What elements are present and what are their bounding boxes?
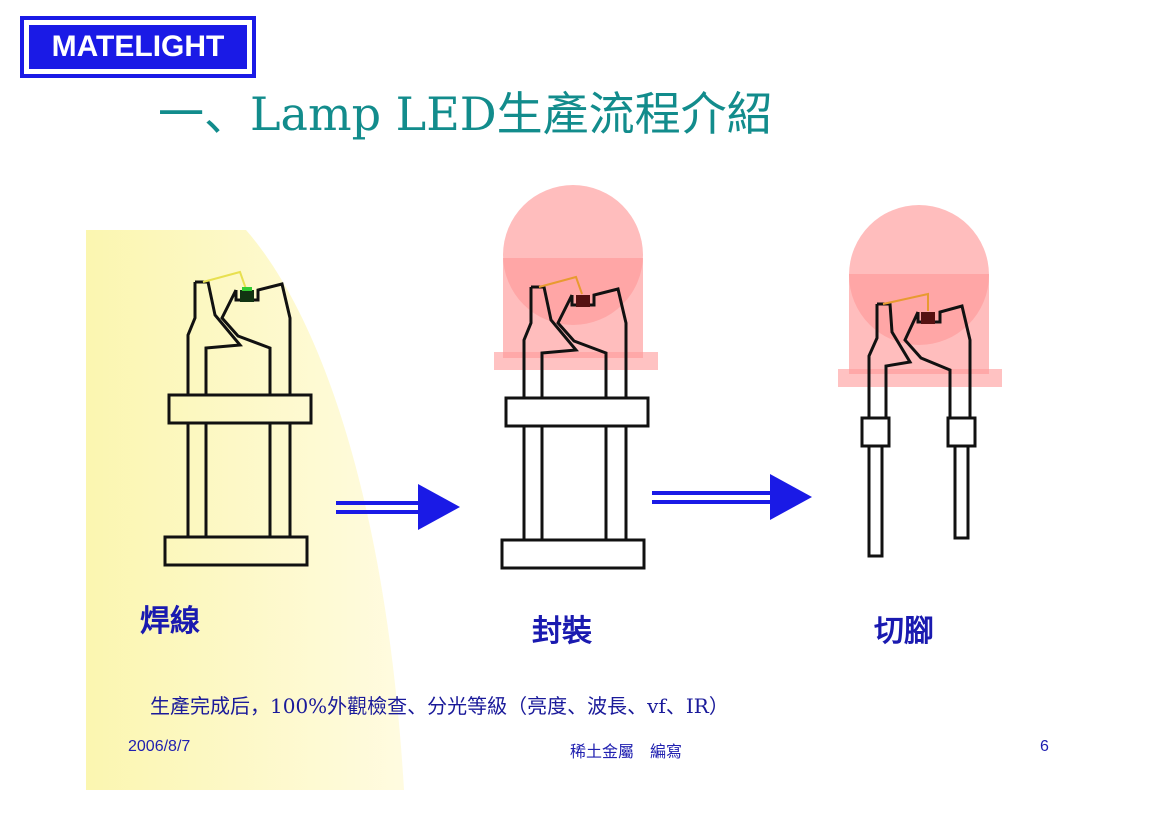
step-label-encapsulation: 封裝 <box>532 614 592 649</box>
led-chip <box>921 312 935 324</box>
process-note: 生產完成后，100%外觀檢查、分光等級（亮度、波長、vf、IR） <box>150 694 729 718</box>
spotlight-glow <box>86 230 404 790</box>
arrow-icon <box>652 474 812 520</box>
arrow-icon <box>336 484 460 530</box>
page-number: 6 <box>1040 738 1049 755</box>
bond-wire <box>882 292 929 311</box>
led-chip <box>240 290 254 302</box>
footer-date: 2006/8/7 <box>128 738 191 755</box>
slide-title: 一、Lamp LED生產流程介紹 <box>158 87 773 141</box>
led-finished <box>860 302 977 558</box>
logo-text: MATELIGHT <box>29 25 247 69</box>
step-label-cutting: 切腳 <box>874 614 934 649</box>
led-epoxy-dome <box>838 205 1002 387</box>
footer-author: 稀土金屬 編寫 <box>570 744 683 761</box>
company-logo: MATELIGHT <box>20 16 256 78</box>
led-frame-encapsulated <box>500 285 650 570</box>
led-chip <box>576 295 590 307</box>
bond-wire <box>538 275 583 295</box>
bond-wire <box>202 270 247 290</box>
step-label-bonding: 焊線 <box>140 604 200 639</box>
led-frame-bonding <box>163 280 313 567</box>
